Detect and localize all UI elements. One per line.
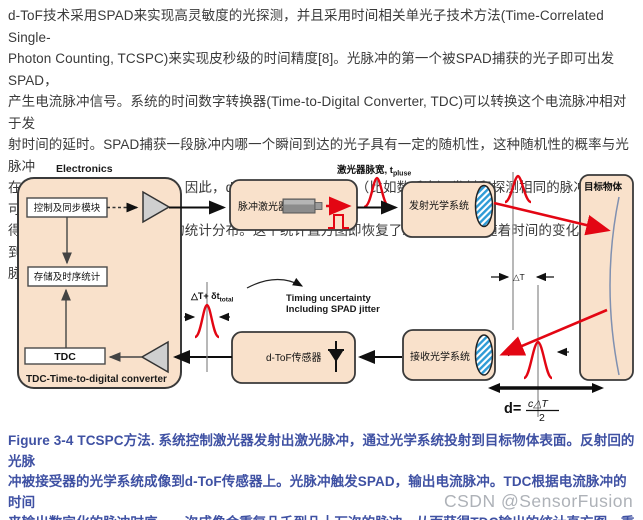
storage-timing-module-box <box>27 266 108 287</box>
pulse-laser-block: 脉冲激光器 <box>229 179 358 231</box>
storage-timing-module-label: 存储及时序统计 <box>34 271 101 283</box>
jitter-pulse-curve <box>194 303 220 339</box>
outgoing-light-ray-arrow <box>493 201 611 236</box>
electronics-label: Electronics <box>56 163 113 175</box>
tdc-caption: TDC-Time-to-digital converter <box>26 374 167 385</box>
target-object-label: 目标物体 <box>584 181 623 193</box>
rx-optics-label: 接收光学系统 <box>410 350 470 363</box>
distance-formula-denominator: 2 <box>539 412 545 424</box>
distance-formula-numerator: c△T <box>528 398 549 410</box>
emit-pulse-on-axis-curve <box>504 174 532 204</box>
rx-optics-block: 接收光学系统 <box>402 329 496 381</box>
distance-formula-lhs: d= <box>504 401 521 417</box>
distance-annotation: d= c△T 2 <box>488 383 604 424</box>
dtof-sensor-label: d-ToF传感器 <box>266 351 322 364</box>
tx-optics-label: 发射光学系统 <box>409 199 469 212</box>
timing-uncertainty-line1: Timing uncertainty <box>286 293 372 304</box>
rx-optics-box <box>402 329 496 381</box>
received-pulse-curve <box>523 340 553 380</box>
tx-optics-box <box>401 181 496 238</box>
tdc-label: TDC <box>54 351 76 363</box>
tx-optics-block: 发射光学系统 <box>401 181 496 238</box>
delta-t-total-subscript: total <box>220 297 234 304</box>
figure-caption: Figure 3-4 TCSPC方法. 系统控制激光器发射出激光脉冲，通过光学系… <box>8 433 635 520</box>
tdc-box <box>24 347 106 365</box>
square-pulse-icon <box>328 214 349 229</box>
laser-pulse-width-label: 激光器脉宽, tpluse <box>337 164 411 178</box>
delta-t-total-label: △T+ δttotal <box>190 291 234 304</box>
tx-lens-icon <box>474 184 494 228</box>
delta-t-label: △T <box>513 272 525 282</box>
electronics-block: Electronics 控制及同步模块 存储及时序统计 TDC TDC-Time… <box>17 163 182 389</box>
laser-barrel-icon <box>282 198 323 214</box>
dtof-sensor-block: d-ToF传感器 <box>231 331 356 384</box>
jitter-time-axis: △T+ δttotal <box>184 282 234 372</box>
timing-uncertainty-line2: Including SPAD jitter <box>286 304 380 315</box>
watermark: CSDN @SensorFusion <box>444 491 634 511</box>
control-sync-module-label: 控制及同步模块 <box>34 202 101 214</box>
pulse-laser-label: 脉冲激光器 <box>238 200 288 213</box>
distance-arrowhead-right <box>592 383 604 393</box>
tcspc-diagram: Electronics 控制及同步模块 存储及时序统计 TDC TDC-Time… <box>17 163 634 424</box>
return-time-axis <box>506 285 569 417</box>
delta-t-total-text: △T+ δt <box>190 291 220 301</box>
reflected-light-ray-arrow <box>499 308 608 356</box>
laser-pulse-width-text: 激光器脉宽, t <box>337 164 394 176</box>
emit-time-axis: △T <box>491 172 554 330</box>
tcspc-figure: Electronics 控制及同步模块 存储及时序统计 TDC TDC-Time… <box>0 160 643 428</box>
emitted-pulse-curve <box>363 176 391 209</box>
rx-lens-icon <box>474 334 494 376</box>
amplifier-triangle-icon <box>140 340 169 374</box>
photodiode-icon <box>328 341 344 372</box>
laser-driver-triangle-icon <box>142 190 171 224</box>
target-object-box <box>579 174 634 381</box>
laser-pulse-width-subscript: pluse <box>393 171 411 178</box>
distance-arrowhead-left <box>488 383 500 393</box>
target-surface-curve <box>609 196 620 376</box>
timing-uncertainty-pointer-arrow <box>246 277 304 289</box>
target-object-block: 目标物体 <box>579 174 634 381</box>
